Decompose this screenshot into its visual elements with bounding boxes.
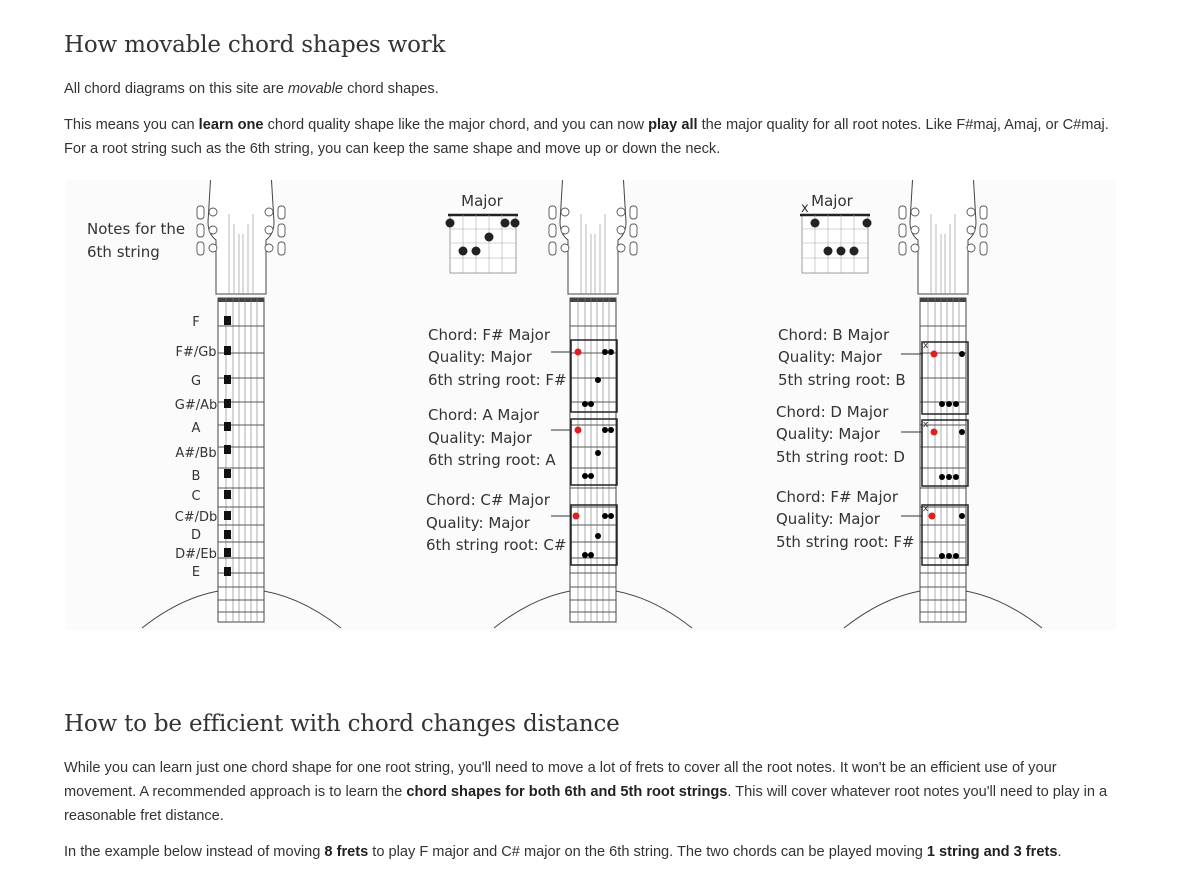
right-diagram-title: Major: [811, 192, 853, 210]
middle-chord-shapes-on-neck: [551, 339, 618, 566]
middle-diagram-title: Major: [461, 192, 503, 210]
guitar-right: [843, 180, 1043, 629]
explanation-text-1: This means you can: [64, 117, 199, 133]
svg-text:x: x: [923, 341, 929, 351]
example-text-1: In the example below instead of moving: [64, 844, 325, 860]
note-label: F: [192, 315, 199, 330]
example-bold-8-frets: 8 frets: [324, 844, 369, 860]
note-label: C#/Db: [175, 510, 218, 525]
chord-root-label: 5th string root: D: [776, 448, 905, 466]
efficiency-text-2: . This will cover whatever root notes yo…: [64, 784, 1108, 824]
note-markers-left: [224, 316, 231, 576]
section-heading-movable-shapes: How movable chord shapes work: [64, 32, 446, 58]
explanation-text-2: chord quality shape like the major chord…: [263, 117, 649, 133]
chord-root-label: 6th string root: F#: [428, 371, 567, 389]
efficiency-bold-shapes: chord shapes for both 6th and 5th root s…: [406, 784, 728, 800]
intro-emphasis: movable: [287, 81, 344, 97]
right-chord-shapes-on-neck: x x x: [901, 341, 969, 566]
figure-svg: Notes for the 6th string F F#/Gb G G#/Ab…: [87, 180, 1043, 629]
chord-root-label: 6th string root: C#: [426, 536, 566, 554]
note-label: E: [192, 565, 200, 580]
chord-name-label: Chord: A Major: [428, 406, 540, 424]
explanation-text-3: the major quality for all root notes. Li…: [64, 117, 1109, 157]
chord-name-label: Chord: F# Major: [428, 326, 551, 344]
chord-quality-label: Quality: Major: [428, 429, 533, 447]
left-title-line1: Notes for the: [87, 220, 185, 238]
chord-name-label: Chord: C# Major: [426, 491, 551, 509]
svg-text:x: x: [923, 504, 929, 514]
example-bold-distance: 1 string and 3 frets: [926, 844, 1058, 860]
note-label: D: [191, 528, 201, 543]
explanation-bold-play-all: play all: [648, 117, 698, 133]
chord-quality-label: Quality: Major: [776, 510, 881, 528]
efficiency-paragraph: While you can learn just one chord shape…: [64, 756, 1124, 828]
left-title-line2: 6th string: [87, 243, 160, 261]
explanation-bold-learn-one: learn one: [198, 117, 264, 133]
chord-quality-label: Quality: Major: [778, 348, 883, 366]
note-label: A: [192, 421, 201, 436]
note-label: G: [191, 374, 201, 389]
intro-text-end: chord shapes.: [343, 81, 439, 97]
explanation-paragraph: This means you can learn one chord quali…: [64, 113, 1124, 161]
intro-paragraph: All chord diagrams on this site are mova…: [64, 77, 1124, 101]
chord-quality-label: Quality: Major: [776, 425, 881, 443]
section-heading-chord-distance: How to be efficient with chord changes d…: [64, 711, 620, 737]
guitar-middle: [493, 180, 693, 629]
note-label: D#/Eb: [175, 547, 217, 562]
note-label: G#/Ab: [175, 398, 218, 413]
example-text-2: to play F major and C# major on the 6th …: [368, 844, 927, 860]
chord-quality-label: Quality: Major: [428, 348, 533, 366]
chord-name-label: Chord: F# Major: [776, 488, 899, 506]
chord-root-label: 5th string root: F#: [776, 533, 915, 551]
major-chord-box-6th: Major: [445, 192, 520, 274]
chord-root-label: 5th string root: B: [778, 371, 906, 389]
intro-text-start: All chord diagrams on this site are: [64, 81, 288, 97]
middle-chord-labels: Chord: F# Major Quality: Major 6th strin…: [426, 326, 567, 554]
chord-root-label: 6th string root: A: [428, 451, 556, 469]
chord-quality-label: Quality: Major: [426, 514, 531, 532]
svg-text:x: x: [923, 420, 929, 430]
note-label: C: [191, 489, 200, 504]
major-chord-box-5th: x Major: [800, 192, 872, 274]
mute-mark: x: [801, 201, 809, 216]
chord-name-label: Chord: D Major: [776, 403, 889, 421]
right-chord-labels: Chord: B Major Quality: Major 5th string…: [776, 326, 915, 551]
movable-chord-shapes-figure: Notes for the 6th string F F#/Gb G G#/Ab…: [66, 180, 1116, 630]
guitar-left: [141, 180, 342, 629]
note-label: F#/Gb: [175, 345, 216, 360]
chord-name-label: Chord: B Major: [778, 326, 890, 344]
example-text-3: .: [1057, 844, 1062, 860]
note-label: A#/Bb: [175, 446, 216, 461]
efficiency-text-1: While you can learn just one chord shape…: [64, 760, 1057, 800]
example-paragraph: In the example below instead of moving 8…: [64, 840, 1124, 864]
note-label: B: [192, 469, 201, 484]
left-note-labels: F F#/Gb G G#/Ab A A#/Bb B C C#/Db D D#/E…: [175, 315, 218, 580]
